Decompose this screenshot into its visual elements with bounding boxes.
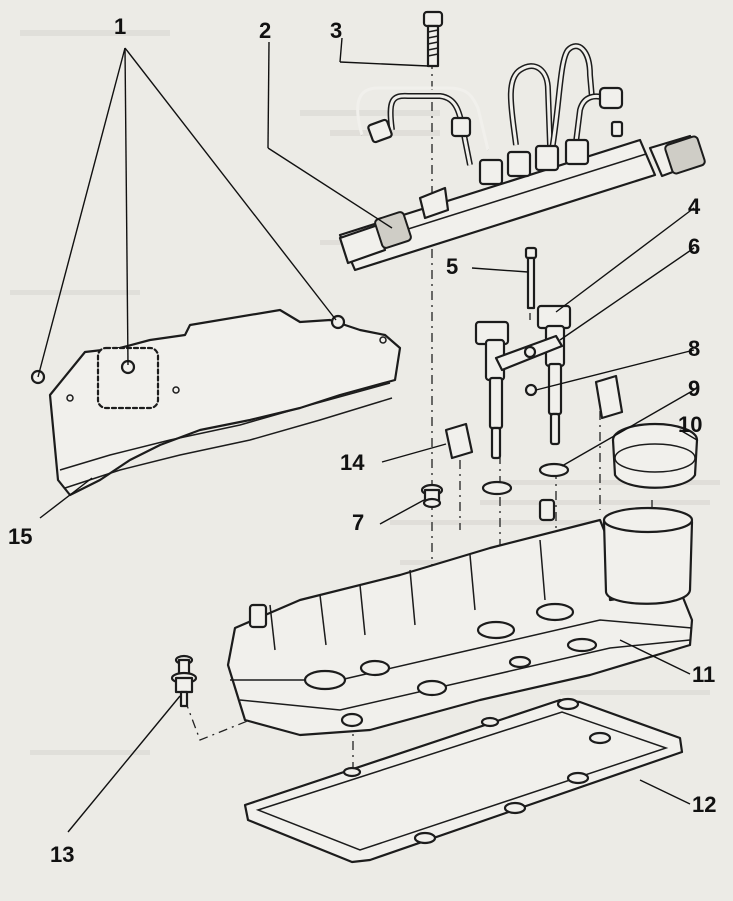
- callout-13: 13: [50, 842, 74, 867]
- callout-7: 7: [352, 510, 364, 535]
- rail-bolt: [422, 10, 444, 68]
- callout-15: 15: [8, 524, 32, 549]
- noise-insulation-cover: [30, 308, 402, 497]
- callout-11: 11: [692, 662, 715, 687]
- clamp-washer: [524, 383, 538, 397]
- callout-5: 5: [446, 254, 458, 279]
- retaining-clip: [444, 374, 624, 460]
- callout-12: 12: [692, 792, 716, 817]
- cover-gasket: [243, 697, 684, 864]
- callout-2: 2: [259, 18, 271, 43]
- callout-6: 6: [688, 234, 700, 259]
- bolt-bushing: [420, 483, 444, 509]
- callout-leaders: [37, 37, 698, 833]
- callout-8: 8: [688, 336, 700, 361]
- oil-filler-cap: [611, 422, 699, 489]
- callout-labels: 1 2 3 4 5 6 7 8 9 10 11 12 13 14 15: [8, 14, 716, 867]
- injector-seal-rings: [481, 462, 570, 496]
- callout-14: 14: [340, 450, 365, 475]
- injector-left: [474, 320, 510, 460]
- clamp-bolt: [524, 246, 538, 310]
- callout-10: 10: [678, 412, 702, 437]
- callout-4: 4: [688, 194, 701, 219]
- cover-bolt-with-spacer: [170, 654, 198, 708]
- callout-9: 9: [688, 376, 700, 401]
- injector-right: [536, 304, 572, 446]
- callout-1: 1: [114, 14, 126, 39]
- callout-3: 3: [330, 18, 342, 43]
- fuel-rail-assembly: [338, 43, 706, 272]
- injector-clamp: [494, 334, 564, 372]
- cylinder-head-cover: [226, 498, 694, 737]
